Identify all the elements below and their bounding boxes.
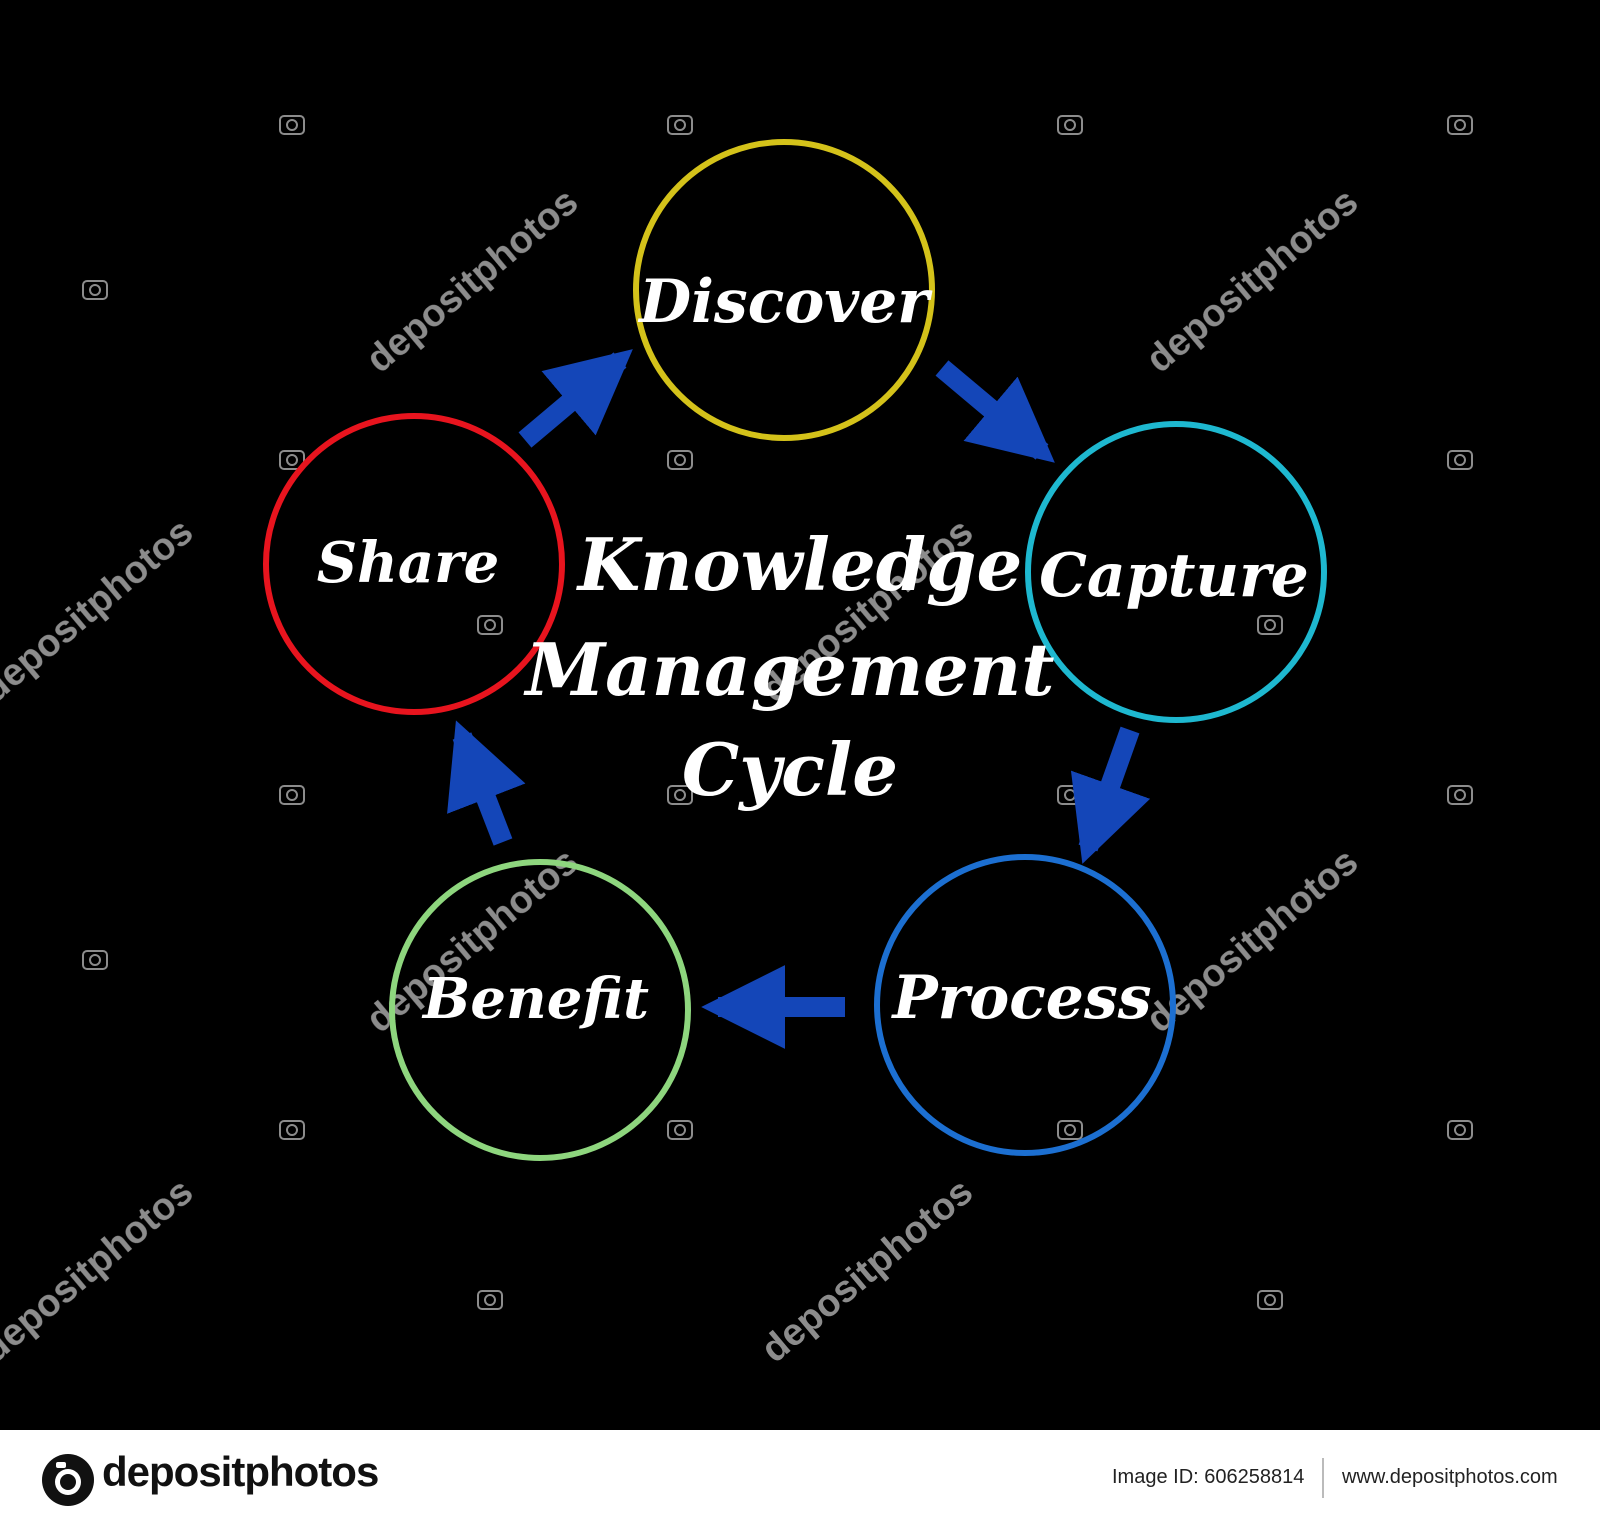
watermark-text: depositphotos [359,181,587,381]
footer-bar: depositphotos Image ID: 606258814 www.de… [0,1430,1600,1530]
watermark-text: depositphotos [0,511,201,711]
watermark-camera-lens [286,1124,298,1136]
node-process-ring [874,854,1176,1156]
footer-divider [1322,1458,1324,1498]
watermark-camera-icon [1447,450,1473,470]
watermark-camera-icon [1257,615,1283,635]
watermark-camera-lens [286,454,298,466]
node-process-label: Process [890,963,1151,1033]
watermark-camera-icon [477,1290,503,1310]
watermark-camera-icon [279,115,305,135]
node-process: Process [874,854,1176,1156]
watermark-text: depositphotos [1139,181,1367,381]
node-share-label: Share [317,530,500,596]
watermark-camera-lens [1064,789,1076,801]
diagram-title: Knowledge Management Cycle [522,522,1054,812]
watermark-camera-icon [667,450,693,470]
watermark-camera-icon [1447,115,1473,135]
watermark-camera-icon [279,785,305,805]
node-share-ring [263,413,565,715]
arrow-capture-to-process [1070,726,1151,864]
watermark-camera-icon [667,1120,693,1140]
watermark-camera-icon [1057,115,1083,135]
node-capture: Capture [1025,421,1327,723]
watermark-camera-lens [1454,1124,1466,1136]
watermark-camera-lens [674,454,686,466]
watermark-camera-lens [484,1294,496,1306]
watermark-camera-lens [674,789,686,801]
cycle-arrows [447,349,1151,1049]
brand-logo-text: depositphotos [102,1448,379,1495]
watermark-camera-lens [674,119,686,131]
arrow-discover-to-capture [935,360,1055,463]
watermark-camera-lens [1064,119,1076,131]
watermark-camera-lens [89,954,101,966]
node-benefit-label: Benefit [421,966,649,1032]
title-line-2: Management [522,627,1054,712]
watermark-camera-icon [667,785,693,805]
watermark-camera-lens [674,1124,686,1136]
watermark-camera-icon [82,280,108,300]
watermark-camera-lens [484,619,496,631]
watermark-camera-lens [1264,619,1276,631]
watermark-camera-lens [1064,1124,1076,1136]
arrow-benefit-to-share [447,720,526,846]
node-benefit-ring [389,859,691,1161]
title-line-3: Cycle [682,727,898,812]
watermark-camera-lens [286,789,298,801]
watermark-camera-lens [1454,789,1466,801]
site-url-link[interactable]: www.depositphotos.com [1342,1466,1558,1488]
diagram-canvas: depositphotos depositphotos depositphotos d… [0,115,1473,1371]
node-capture-label: Capture [1039,541,1309,611]
watermark-camera-icon [279,1120,305,1140]
watermark-camera-lens [286,119,298,131]
watermark-camera-lens [1264,1294,1276,1306]
watermark-camera-icon [1447,1120,1473,1140]
arrow-share-to-discover [518,349,633,448]
image-id-label: Image ID: 606258814 [1112,1466,1305,1488]
node-capture-ring [1025,421,1327,723]
watermark-camera-icon [279,450,305,470]
watermark-camera-lens [1454,119,1466,131]
watermark-camera-icon [477,615,503,635]
watermark-camera-icon [667,115,693,135]
watermark-text: depositphotos [0,1171,201,1371]
watermark-camera-icon [1447,785,1473,805]
node-discover-label: Discover [637,267,933,337]
watermark-text: depositphotos [754,1171,982,1371]
title-line-1: Knowledge [576,522,1023,607]
node-share: Share [263,413,565,715]
camera-icon [42,1454,94,1506]
watermark-camera-icon [1057,1120,1083,1140]
watermark-camera-icon [82,950,108,970]
node-benefit: Benefit [389,859,691,1161]
watermark-camera-icon [1257,1290,1283,1310]
watermark-camera-lens [1454,454,1466,466]
node-discover: Discover [633,139,935,441]
watermark-camera-icon [1057,785,1083,805]
watermark-camera-lens [89,284,101,296]
node-discover-ring [633,139,935,441]
